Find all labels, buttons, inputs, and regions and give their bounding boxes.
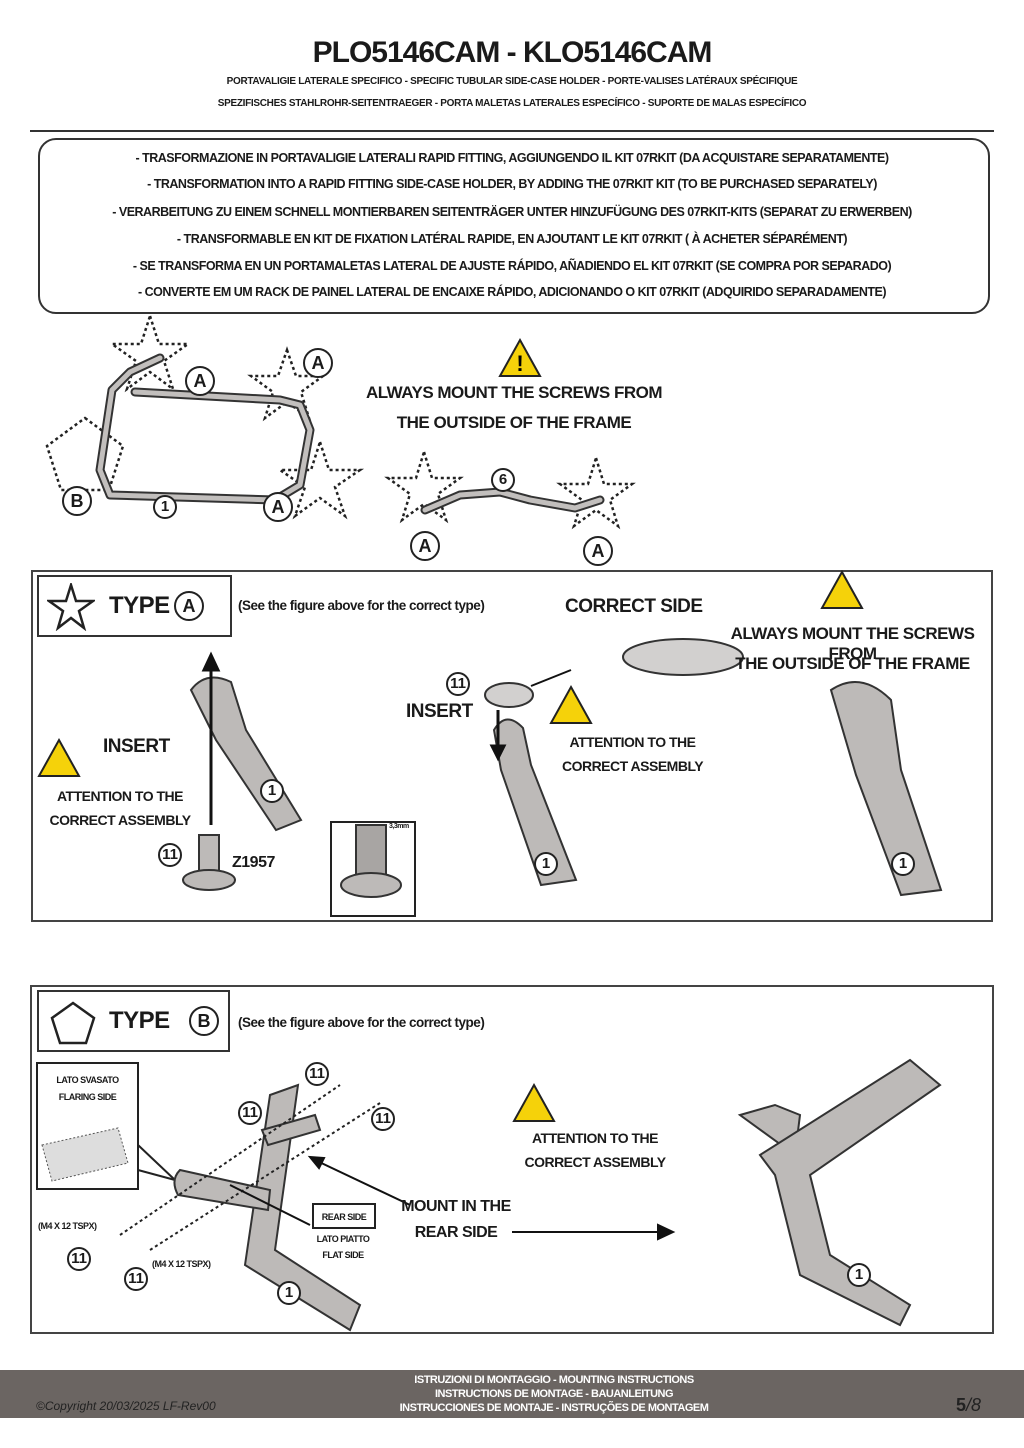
dimension-label: 3,3mm [389, 823, 409, 830]
label-a: A [583, 536, 613, 566]
type-a-section [31, 570, 993, 922]
screw-spec-label: (M4 X 12 TSPX) [152, 1259, 211, 1269]
part-number-1: 1 [153, 495, 177, 519]
type-a-drawings [37, 570, 943, 917]
current-page: 5 [956, 1395, 967, 1415]
svg-text:!: ! [516, 351, 523, 376]
info-line-it: - TRASFORMAZIONE IN PORTAVALIGIE LATERAL… [135, 151, 889, 165]
attention-text-2: CORRECT ASSEMBLY [561, 758, 704, 774]
part-number-11: 11 [305, 1062, 329, 1086]
star-marker-icon [275, 437, 365, 520]
total-pages: /8 [966, 1395, 982, 1415]
frame-overview-drawing: ! [45, 311, 636, 530]
part-number-11: 11 [67, 1247, 91, 1271]
flat-side-label-en: FLAT SIDE [322, 1250, 364, 1260]
info-line-en: - TRANSFORMATION INTO A RAPID FITTING SI… [147, 177, 877, 191]
type-b-header: TYPE B [37, 990, 230, 1052]
part-number-6: 6 [491, 468, 515, 492]
warning-text-line-2: THE OUTSIDE OF THE FRAME [735, 654, 970, 673]
label-a: A [410, 531, 440, 561]
warning-text-line-1: ALWAYS MOUNT THE SCREWS FROM [365, 383, 663, 402]
type-a-letter: A [174, 591, 204, 621]
type-b-title: TYPE [109, 1007, 170, 1034]
footer-line-2: INSTRUCTIONS DE MONTAGE - BAUANLEITUNG [434, 1388, 674, 1400]
screw-spec-label: (M4 X 12 TSPX) [38, 1221, 97, 1231]
attention-text-2: CORRECT ASSEMBLY [524, 1154, 666, 1170]
correct-side-label: CORRECT SIDE [565, 596, 703, 617]
subtitle-line-1: PORTAVALIGIE LATERALE SPECIFICO - SPECIF… [226, 76, 798, 87]
page-number: 5/8 [956, 1395, 981, 1416]
attention-text-1: ATTENTION TO THE [569, 734, 696, 750]
attention-text-1: ATTENTION TO THE [531, 1130, 659, 1146]
mount-rear-side-line-1: MOUNT IN THE [401, 1198, 511, 1215]
warning-triangle-icon [512, 1082, 556, 1122]
type-b-drawings [36, 1058, 942, 1332]
part-number-1: 1 [277, 1281, 301, 1305]
pentagon-icon [50, 1001, 96, 1045]
warning-text-line-2: THE OUTSIDE OF THE FRAME [396, 413, 632, 432]
document-title: PLO5146CAM - KLO5146CAM [312, 36, 713, 69]
attention-text-2: CORRECT ASSEMBLY [49, 812, 191, 828]
part-number-11: 11 [158, 843, 182, 867]
flat-side-label-it: LATO PIATTO [316, 1234, 370, 1244]
star-marker-icon [108, 311, 192, 393]
type-b-letter: B [189, 1006, 219, 1036]
info-line-pt: - CONVERTE EM UM RACK DE PAINEL LATERAL … [137, 285, 887, 299]
flaring-side-label-en: FLARING SIDE [58, 1092, 117, 1102]
type-a-hint: (See the figure above for the correct ty… [238, 598, 485, 613]
rear-side-label: REAR SIDE [321, 1212, 367, 1222]
label-a: A [185, 366, 215, 396]
info-line-es: - SE TRANSFORMA EN UN PORTAMALETAS LATER… [132, 259, 892, 273]
copyright-text: ©Copyright 20/03/2025 LF-Rev00 [36, 1399, 216, 1413]
insert-label: INSERT [406, 701, 473, 722]
part-number-11: 11 [124, 1267, 148, 1291]
mount-rear-side-line-2: REAR SIDE [414, 1224, 498, 1241]
type-b-hint: (See the figure above for the correct ty… [238, 1015, 485, 1030]
label-b: B [62, 486, 92, 516]
footer-bar: ©Copyright 20/03/2025 LF-Rev00 ISTRUZION… [0, 1370, 1024, 1418]
part-number-1: 1 [260, 779, 284, 803]
label-a: A [263, 492, 293, 522]
warning-triangle-icon [37, 570, 864, 777]
star-marker-icon [556, 453, 636, 530]
part-number-1: 1 [847, 1263, 871, 1287]
pentagon-marker-icon [45, 416, 125, 492]
subtitle-line-2: SPEZIFISCHES STAHLROHR-SEITENTRAEGER - P… [217, 98, 807, 109]
footer-line-3: INSTRUCCIONES DE MONTAJE - INSTRUÇÕES DE… [399, 1402, 709, 1414]
label-a: A [303, 348, 333, 378]
flaring-side-label-it: LATO SVASATO [56, 1075, 119, 1085]
part-number-11: 11 [371, 1107, 395, 1131]
part-code: Z1957 [232, 854, 275, 871]
attention-text-1: ATTENTION TO THE [56, 788, 184, 804]
type-a-title: TYPE [109, 592, 170, 619]
warning-triangle-icon: ! [498, 337, 542, 377]
info-line-fr: - TRANSFORMABLE EN KIT DE FIXATION LATÉR… [176, 232, 848, 246]
header-divider [30, 130, 994, 132]
part-number-1: 1 [891, 852, 915, 876]
type-b-section [30, 985, 994, 1334]
info-line-de: - VERARBEITUNG ZU EINEM SCHNELL MONTIERB… [112, 205, 912, 219]
insert-label: INSERT [103, 736, 170, 757]
star-icon [47, 583, 95, 631]
footer-line-1: ISTRUZIONI DI MONTAGGIO - MOUNTING INSTR… [414, 1374, 694, 1386]
info-box [38, 138, 990, 314]
part-number-1: 1 [534, 852, 558, 876]
type-a-header: TYPE A [37, 575, 232, 637]
part-number-11: 11 [446, 672, 470, 696]
part-number-11: 11 [238, 1101, 262, 1125]
warning-text-line-1: ALWAYS MOUNT THE SCREWS FROM [730, 624, 975, 663]
